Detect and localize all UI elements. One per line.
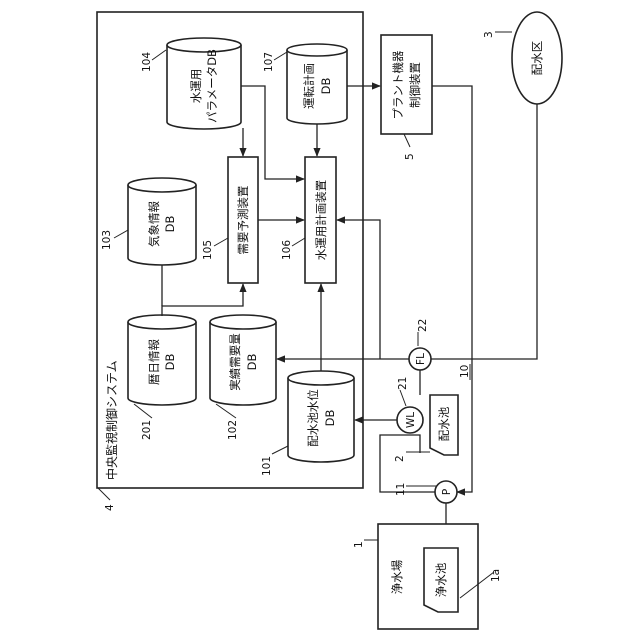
db-demand-line1: 実績需要量 <box>228 333 242 391</box>
forecaster-ref: 105 <box>202 240 214 260</box>
planner-ref: 106 <box>281 240 293 260</box>
db-params: 水運用 パラメータDB <box>167 38 241 129</box>
db-weather-line2: DB <box>163 216 177 233</box>
db-params-line2: パラメータDB <box>205 49 219 123</box>
db-params-line1: 水運用 <box>189 69 203 104</box>
db-calendar-ref: 201 <box>141 420 153 440</box>
db-plan-ref: 107 <box>263 52 275 72</box>
db-calendar-line1: 暦日情報 <box>147 339 161 385</box>
purification-tank-ref: 1a <box>490 569 502 582</box>
distribution-area-label: 配水区 <box>530 41 544 76</box>
db-water-level: 配水池水位 DB <box>288 371 354 462</box>
db-weather-line1: 気象情報 <box>147 201 161 247</box>
db-params-ref: 104 <box>141 52 153 72</box>
pump-ref: 11 <box>395 483 407 496</box>
reservoir-ref: 2 <box>394 455 406 462</box>
db-calendar: 暦日情報 DB <box>128 315 196 405</box>
db-demand: 実績需要量 DB <box>210 315 276 405</box>
flow-meter-ref: 22 <box>417 319 429 332</box>
plant-controller-line2: 制御装置 <box>408 62 422 108</box>
db-weather-ref: 103 <box>101 230 113 250</box>
forecaster-label: 需要予測装置 <box>236 186 250 255</box>
network-ref: 10 <box>459 365 471 378</box>
distribution-area-ref: 3 <box>483 31 495 38</box>
db-water-level-line2: DB <box>323 410 337 427</box>
db-water-level-line1: 配水池水位 <box>306 389 320 447</box>
planner-label: 水運用計画装置 <box>314 180 328 261</box>
plant-controller-ref: 5 <box>404 153 416 160</box>
db-demand-line2: DB <box>245 354 259 371</box>
db-demand-ref: 102 <box>227 420 239 440</box>
plant-ref: 1 <box>353 541 365 548</box>
db-calendar-line2: DB <box>163 354 177 371</box>
purification-tank-label: 浄水池 <box>434 562 448 597</box>
db-weather: 気象情報 DB <box>128 178 196 265</box>
plant-controller-box <box>381 35 432 134</box>
level-sensor-ref: 21 <box>397 377 409 390</box>
central-system-label: 中央監視制御システム <box>104 360 119 480</box>
db-plan: 運転計画 DB <box>287 44 347 124</box>
flow-meter-label: FL <box>415 353 427 365</box>
central-system-ref: 4 <box>104 504 116 511</box>
level-sensor-label: WL <box>405 412 417 428</box>
plant-label: 浄水場 <box>390 559 404 594</box>
db-plan-line1: 運転計画 <box>302 63 316 109</box>
plant-controller-line1: プラント機器 <box>391 50 405 119</box>
pump-label: P <box>441 489 453 495</box>
db-plan-line2: DB <box>319 78 333 95</box>
db-water-level-ref: 101 <box>261 456 273 476</box>
reservoir-label: 配水池 <box>437 406 451 441</box>
